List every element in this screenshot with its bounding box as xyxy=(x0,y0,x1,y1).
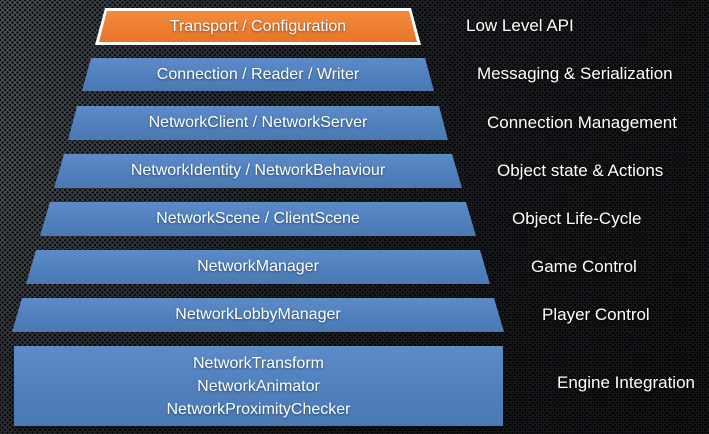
side-label-object-life-cycle: Object Life-Cycle xyxy=(512,209,642,228)
side-label-messaging-serialization: Messaging & Serialization xyxy=(477,64,673,83)
layer-transport-configuration-fill: Transport / Configuration xyxy=(99,11,417,42)
layer-label: NetworkManager xyxy=(197,258,319,275)
layer-label: NetworkClient / NetworkServer xyxy=(148,114,368,131)
side-label-connection-management: Connection Management xyxy=(487,113,677,132)
layer-transport-configuration: Transport / Configuration xyxy=(95,8,421,45)
side-label-game-control: Game Control xyxy=(531,257,637,276)
side-label-engine-integration: Engine Integration xyxy=(557,373,695,392)
layer-label: NetworkIdentity / NetworkBehaviour xyxy=(130,162,386,179)
layer-networkscene-clientscene: NetworkScene / ClientScene xyxy=(40,202,476,236)
layer-label: Transport / Configuration xyxy=(169,17,347,35)
layer-networklobbymanager: NetworkLobbyManager xyxy=(12,298,504,332)
layer-label: NetworkScene / ClientScene xyxy=(156,210,360,227)
layer-label-line: NetworkAnimator xyxy=(197,377,320,395)
layer-networkclient-networkserver: NetworkClient / NetworkServer xyxy=(68,106,448,140)
layer-networkidentity-networkbehaviour: NetworkIdentity / NetworkBehaviour xyxy=(54,154,462,188)
layer-networkmanager: NetworkManager xyxy=(26,250,490,284)
layer-engine-components: NetworkTransform NetworkAnimator Network… xyxy=(14,346,503,426)
layer-connection-reader-writer: Connection / Reader / Writer xyxy=(82,58,434,91)
side-label-player-control: Player Control xyxy=(542,305,650,324)
layer-label: Connection / Reader / Writer xyxy=(156,65,360,83)
layer-label-line: NetworkProximityChecker xyxy=(166,400,351,418)
layer-label-line: NetworkTransform xyxy=(193,354,324,372)
side-label-object-state-actions: Object state & Actions xyxy=(497,161,664,180)
side-label-low-level-api: Low Level API xyxy=(466,16,574,35)
layer-label: NetworkLobbyManager xyxy=(175,306,341,323)
